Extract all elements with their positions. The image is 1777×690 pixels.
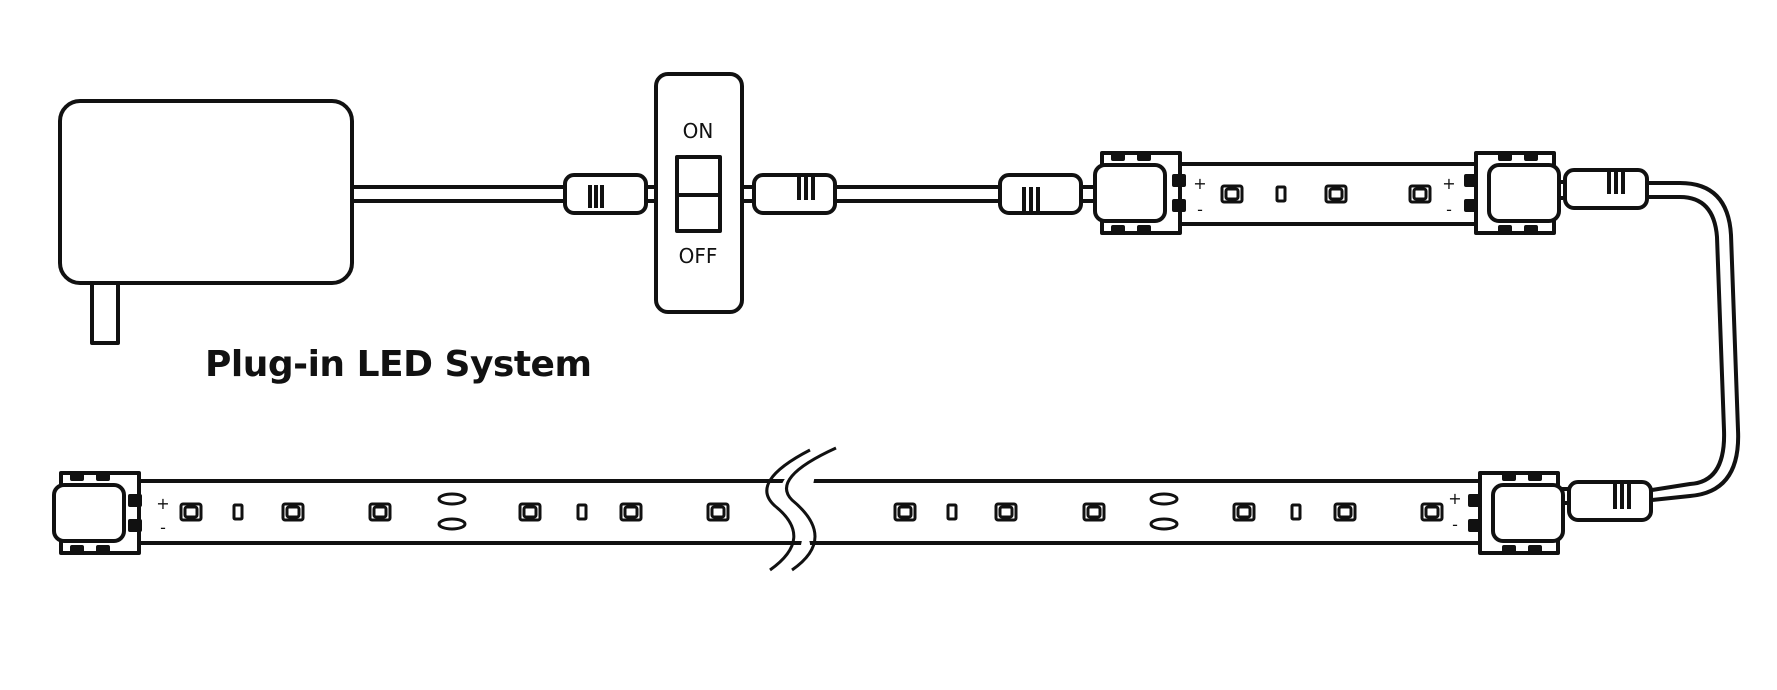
upper-strip-leds: [1220, 184, 1432, 204]
strip-end-clip-left: [1093, 151, 1186, 235]
polarity-minus-label: -: [1446, 200, 1452, 219]
strip-cut-break: [765, 446, 1484, 572]
lower-strip-leds: [179, 492, 1444, 531]
cable-end-to-lower-strip: [1647, 181, 1741, 502]
polarity-plus-label: +: [1193, 174, 1206, 193]
cable-switch-to-connector: [833, 185, 1000, 203]
polarity-minus-label: -: [160, 518, 166, 537]
lower-strip-left-clip: [52, 471, 142, 555]
polarity-plus-label: +: [1448, 489, 1461, 508]
polarity-plus-label: +: [1442, 174, 1455, 193]
inline-connector: [752, 173, 837, 215]
inline-connector: [563, 173, 648, 215]
switch-toggle-off: [675, 193, 722, 233]
inline-connector: [998, 173, 1083, 215]
inline-connector: [1563, 168, 1649, 210]
polarity-plus-label: +: [156, 494, 169, 513]
inline-switch: [654, 72, 744, 314]
adapter-plug-prong: [90, 281, 120, 345]
inline-connector: [1567, 480, 1653, 522]
switch-on-label: ON: [683, 119, 714, 143]
power-adapter: [58, 99, 354, 345]
switch-off-label: OFF: [679, 244, 718, 268]
strip-end-clip-right: [1464, 151, 1561, 235]
cable-adapter-to-switch: [352, 185, 568, 203]
diagram-title: Plug-in LED System: [205, 344, 592, 385]
switch-toggle-on: [675, 155, 722, 197]
lower-strip-right-clip: [1468, 471, 1565, 555]
polarity-minus-label: -: [1197, 200, 1203, 219]
polarity-minus-label: -: [1452, 515, 1458, 534]
